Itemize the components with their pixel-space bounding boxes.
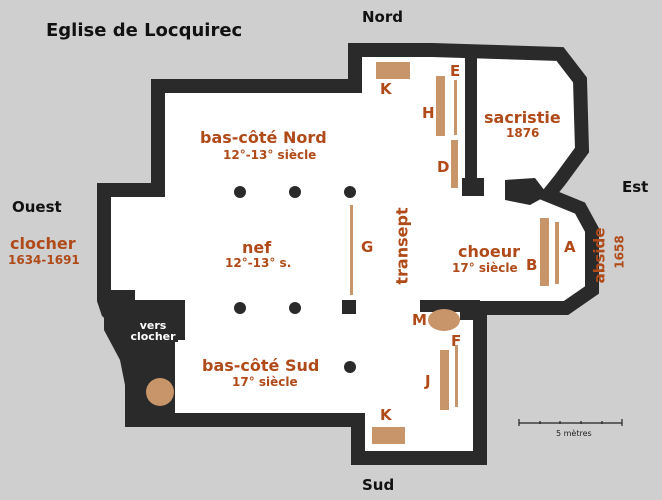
feature-d <box>451 140 458 188</box>
column <box>289 302 301 314</box>
marker-j: J <box>425 372 431 390</box>
sacristy-wall-block <box>462 178 484 196</box>
clocher-stair-wall <box>104 290 185 420</box>
clocher-date: 1634-1691 <box>8 253 80 267</box>
abside-label: abside <box>590 227 609 284</box>
page-title: Eglise de Locquirec <box>46 20 243 41</box>
bas-cote-sud-date: 17° siècle <box>232 375 298 389</box>
scale-bar <box>518 419 623 426</box>
marker-k-north: K <box>380 80 392 98</box>
clocher-label: clocher <box>10 234 76 253</box>
feature-b <box>540 218 549 286</box>
bas-cote-sud-label: bas-côté Sud <box>202 356 320 375</box>
abside-date: 1658 <box>612 235 627 269</box>
choeur-label: choeur <box>458 242 520 261</box>
columns <box>234 186 356 373</box>
features <box>146 62 559 444</box>
direction-west: Ouest <box>12 198 62 216</box>
column <box>234 302 246 314</box>
sacristie-date: 1876 <box>506 126 540 140</box>
marker-d: D <box>437 158 450 176</box>
vers-clocher-label: vers clocher <box>128 320 178 342</box>
feature-m <box>428 309 460 331</box>
direction-south: Sud <box>362 476 395 494</box>
marker-a: A <box>564 238 576 256</box>
column <box>234 186 246 198</box>
bas-cote-nord-label: bas-côté Nord <box>200 128 327 147</box>
scale-label: 5 mètres <box>556 429 592 438</box>
feature-g <box>350 205 353 295</box>
column <box>342 300 356 314</box>
column <box>289 186 301 198</box>
sacristy-wall <box>465 52 477 178</box>
marker-g: G <box>361 238 374 256</box>
feature-e <box>454 80 457 135</box>
transept-label: transept <box>392 207 412 285</box>
direction-east: Est <box>622 178 649 196</box>
choeur-date: 17° siècle <box>452 261 518 275</box>
feature-f <box>455 345 458 407</box>
marker-m: M <box>412 311 427 329</box>
marker-f: F <box>451 332 462 350</box>
bas-cote-nord-date: 12°-13° siècle <box>223 148 317 162</box>
column <box>344 186 356 198</box>
column <box>344 361 356 373</box>
marker-e: E <box>450 62 461 80</box>
marker-b: B <box>526 256 538 274</box>
feature-a <box>555 222 559 284</box>
choir-buttress <box>505 178 548 205</box>
nef-label: nef <box>242 238 272 257</box>
marker-k-south: K <box>380 406 392 424</box>
feature-k-north <box>376 62 410 79</box>
sacristie-label: sacristie <box>484 108 561 127</box>
feature-j <box>440 350 449 410</box>
nef-date: 12°-13° s. <box>225 256 292 270</box>
feature-k-south <box>372 427 405 444</box>
feature-font <box>146 378 174 406</box>
feature-h <box>436 76 445 136</box>
direction-north: Nord <box>362 8 403 26</box>
marker-h: H <box>422 104 435 122</box>
